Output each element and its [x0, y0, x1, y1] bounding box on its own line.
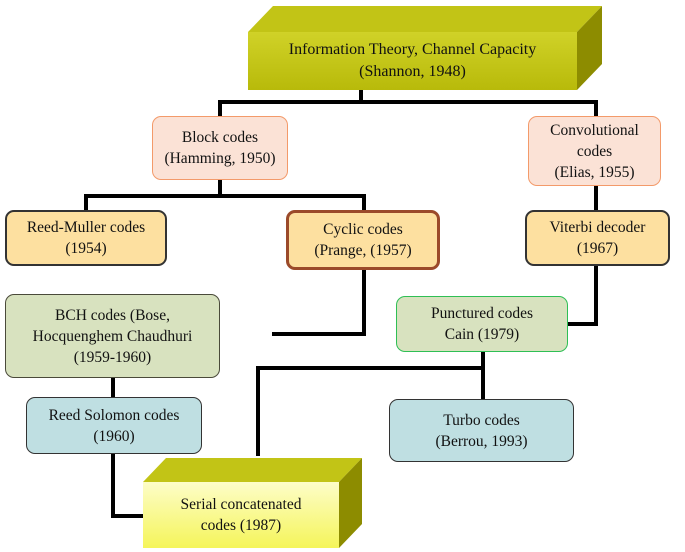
turbo-codes-box: Turbo codes (Berrou, 1993): [389, 399, 574, 462]
reed-muller-box: Reed-Muller codes (1954): [5, 210, 167, 266]
viterbi-decoder-label: Viterbi decoder (1967): [549, 219, 646, 257]
connector: [84, 194, 366, 198]
connector: [362, 194, 366, 210]
connector: [359, 84, 363, 102]
reed-solomon-label: Reed Solomon codes (1960): [48, 406, 180, 445]
connector: [111, 454, 115, 518]
reed-solomon-box: Reed Solomon codes (1960): [26, 397, 202, 454]
punctured-codes-box: Punctured codes Cain (1979): [396, 296, 568, 352]
connector: [111, 514, 155, 518]
connector: [84, 194, 88, 210]
connector: [218, 100, 598, 104]
cyclic-codes-label: Cyclic codes (Prange, (1957): [314, 221, 412, 259]
connector: [218, 178, 222, 196]
bch-codes-box: BCH codes (Bose, Hocquenghem Chaudhuri (…: [5, 294, 220, 378]
connector: [594, 100, 598, 116]
convolutional-codes-label: Convolutional codes (Elias, 1955): [550, 121, 639, 181]
connector: [256, 366, 260, 456]
connector: [256, 366, 485, 370]
reed-muller-label: Reed-Muller codes (1954): [26, 219, 146, 257]
serial-concatenated-prism: [143, 458, 362, 548]
turbo-codes-label: Turbo codes (Berrou, 1993): [435, 411, 528, 450]
block-codes-label: Block codes (Hamming, 1950): [164, 129, 276, 167]
connector: [272, 332, 366, 336]
connector: [568, 322, 598, 326]
serial-concatenated-box: Serial concatenated codes (1987): [143, 482, 339, 548]
viterbi-decoder-box: Viterbi decoder (1967): [525, 210, 670, 266]
info-theory-prism: [248, 6, 602, 90]
serial-concatenated-label: Serial concatenated codes (1987): [180, 496, 302, 534]
connector: [481, 352, 485, 400]
convolutional-codes-box: Convolutional codes (Elias, 1955): [528, 116, 661, 186]
cyclic-codes-box: Cyclic codes (Prange, (1957): [286, 210, 440, 270]
block-codes-box: Block codes (Hamming, 1950): [152, 116, 288, 180]
info-theory-title: Information Theory, Channel Capacity: [288, 41, 537, 58]
connector: [218, 100, 222, 118]
bch-codes-label: BCH codes (Bose, Hocquenghem Chaudhuri (…: [32, 306, 193, 366]
connector: [111, 377, 115, 397]
punctured-codes-label: Punctured codes Cain (1979): [430, 305, 533, 343]
connector: [362, 270, 366, 336]
info-theory-box: Information Theory, Channel Capacity (Sh…: [248, 32, 577, 90]
info-theory-subtitle: (Shannon, 1948): [359, 63, 466, 80]
connector: [594, 266, 598, 326]
connector: [594, 184, 598, 212]
